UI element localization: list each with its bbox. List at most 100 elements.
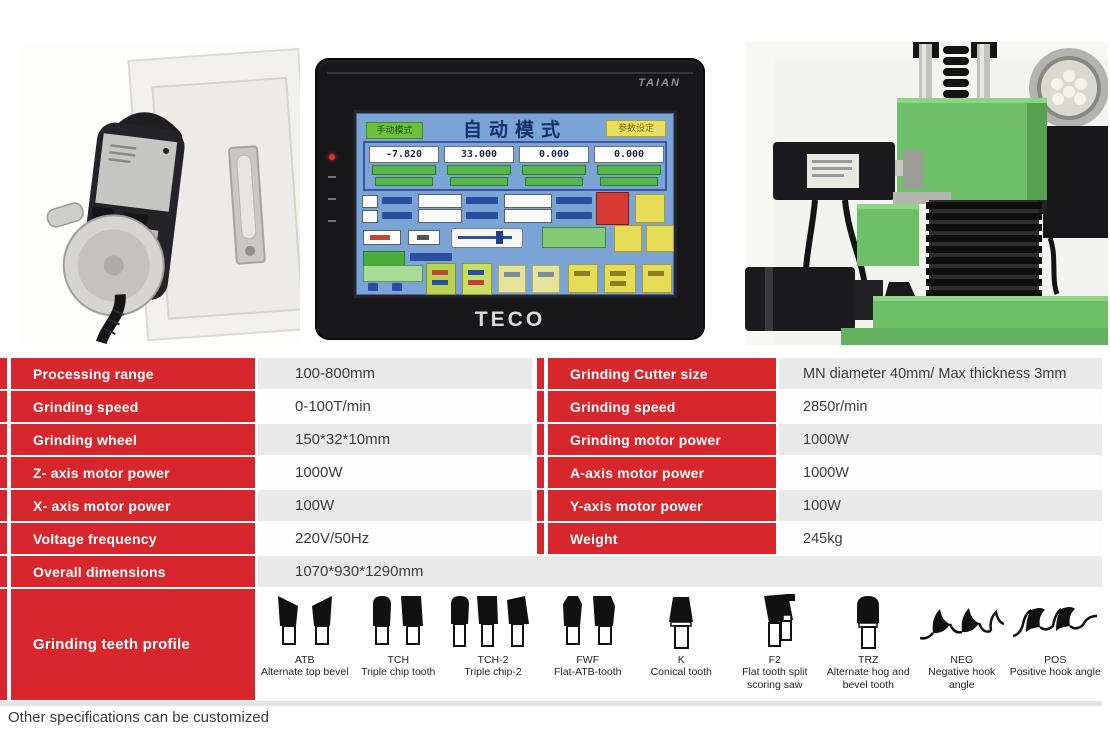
spec-value-text: 1000W [803, 464, 849, 481]
row-accent-bar [537, 523, 544, 554]
tooth-desc: Alternate top bevel [260, 666, 349, 678]
tooth-code: TRZ [858, 654, 879, 666]
button-mark [432, 280, 448, 285]
row-accent-bar [0, 556, 7, 587]
readout-value: 0.000 [594, 146, 664, 163]
spec-value: 150*32*10mm [258, 424, 532, 455]
spec-label-text: Grinding motor power [570, 431, 721, 448]
button-mark [610, 271, 626, 276]
handwheel-pendant-illustration [46, 47, 300, 345]
k-tooth-icon [669, 597, 694, 649]
tooth-item: FWF Flat-ATB-tooth [541, 589, 635, 679]
teeth-profile-label-text: Grinding teeth profile [33, 636, 190, 653]
spec-label-text: Grinding Cutter size [570, 365, 708, 382]
touch-panel-photo: TAIAN 自动模式 手动模式 参数设定 -7.820 33.000 [315, 58, 705, 340]
atb-teeth-icon [277, 596, 332, 645]
spec-label-text: X- axis motor power [33, 497, 171, 514]
spec-label: Grinding wheel [11, 424, 255, 455]
readout-button [447, 165, 511, 175]
row-accent-bar [537, 490, 544, 521]
char-mark [368, 283, 378, 291]
f2-tooth-icon [763, 594, 795, 647]
parameter-set-button: 参数设定 [606, 120, 666, 137]
button-mark [648, 271, 664, 276]
stop-button [596, 192, 629, 225]
hmi-screen: 自动模式 手动模式 参数设定 -7.820 33.000 0.000 [353, 110, 677, 298]
readout-button [600, 177, 658, 186]
spec-value-text: 220V/50Hz [295, 530, 370, 547]
spec-label: Y-axis motor power [548, 490, 776, 521]
tooth-item: POS Positive hook angle [1009, 589, 1103, 679]
button-mark [574, 271, 590, 276]
tooth-desc: Conical tooth [650, 666, 712, 678]
slider-handle [496, 231, 503, 244]
spec-label-text: A-axis motor power [570, 464, 705, 481]
spec-label-text: Weight [570, 530, 618, 547]
grinder-machine-illustration [745, 42, 1108, 345]
tch2-teeth-icon [451, 596, 529, 647]
tooth-item: F2 Flat tooth split scoring saw [728, 589, 822, 692]
tooth-item: ATB Alternate top bevel [258, 589, 352, 679]
slider-track [458, 236, 512, 239]
screen-title: 自动模式 [462, 120, 567, 141]
function-button [642, 264, 672, 293]
trz-tooth-icon [857, 596, 880, 649]
bezel-groove [327, 72, 693, 74]
readout-button [597, 165, 661, 175]
spec-value-text: 245kg [803, 530, 843, 547]
spec-value: 100W [779, 490, 1102, 521]
tooth-desc: Flat-ATB-tooth [554, 666, 622, 678]
param-input [362, 195, 378, 208]
param-input [504, 209, 552, 223]
row-accent-bar [0, 391, 7, 422]
spec-value: 0-100T/min [258, 391, 532, 422]
tooth-code: POS [1044, 654, 1067, 666]
readout-value: -7.820 [369, 146, 439, 163]
spec-label-text: Y-axis motor power [570, 497, 703, 514]
green-wide-button [542, 227, 606, 248]
teeth-profile-strip: ATB Alternate top bevel TCH Triple chip … [258, 589, 1102, 700]
readout-button [372, 165, 436, 175]
readout-button [375, 177, 433, 186]
row-accent-bar [0, 490, 7, 521]
spring [943, 46, 969, 98]
button-mark [432, 270, 448, 275]
row-accent-bar [0, 424, 7, 455]
led-label-tick [328, 198, 336, 200]
function-button [604, 264, 636, 293]
pendant [46, 112, 185, 345]
axis-readout: 33.000 [444, 146, 514, 186]
function-button [532, 265, 560, 293]
spec-label-text: Voltage frequency [33, 530, 157, 547]
spec-value: 1000W [779, 424, 1102, 455]
spec-label: Z- axis motor power [11, 457, 255, 488]
readout-button [450, 177, 508, 186]
spec-label-text: Grinding speed [33, 398, 139, 415]
readout-button [525, 177, 583, 186]
param-label [556, 197, 592, 204]
row-accent-bar [537, 457, 544, 488]
axis-readout: 0.000 [594, 146, 664, 186]
spec-label-text: Grinding wheel [33, 431, 137, 448]
spec-value: 100-800mm [258, 358, 532, 389]
spec-label-text: Z- axis motor power [33, 464, 170, 481]
row-accent-bar [537, 391, 544, 422]
tooth-desc: Negative hook angle [928, 666, 996, 692]
pos-hook-icon [1013, 607, 1098, 638]
tooth-code: NEG [950, 654, 974, 666]
button-mark [468, 270, 484, 275]
table-bottom-strip [0, 701, 1102, 706]
manual-mode-button: 手动模式 [366, 122, 423, 139]
grinder-machine-photo [745, 42, 1108, 345]
param-label [556, 212, 592, 219]
readout-button [522, 165, 586, 175]
speed-slider [451, 228, 523, 248]
readout-value: 33.000 [444, 146, 514, 163]
tooth-desc: Triple chip tooth [361, 666, 436, 678]
tooth-item: TRZ Alternate hog and bevel tooth [822, 589, 916, 692]
fwf-teeth-icon [562, 596, 615, 645]
status-field [363, 230, 401, 245]
button-mark [538, 272, 554, 277]
axis-readout: 0.000 [519, 146, 589, 186]
status-field [408, 230, 440, 245]
